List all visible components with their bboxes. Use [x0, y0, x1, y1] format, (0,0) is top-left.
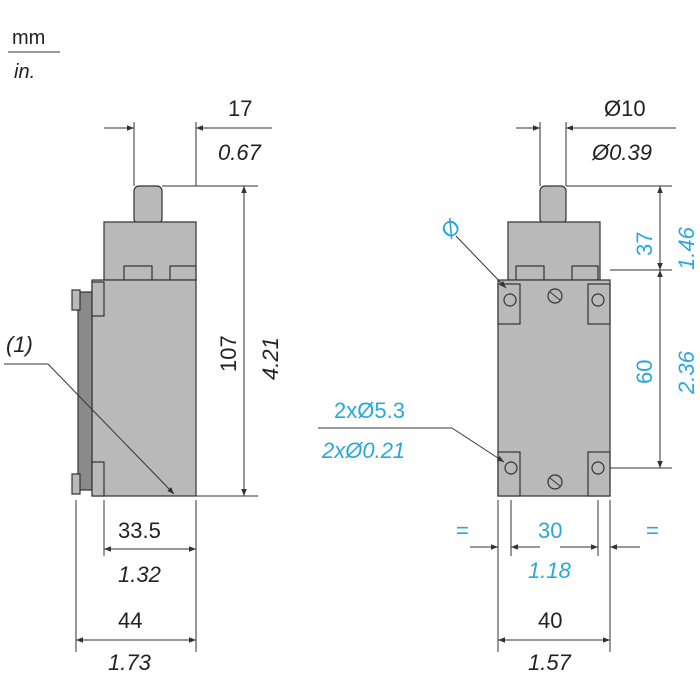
equal-left: =	[456, 518, 469, 543]
hole-icon	[503, 293, 517, 307]
side-clip-bottom	[91, 461, 105, 497]
dim-head-height-mm: 37	[632, 232, 657, 256]
dim-diameter-in: Ø0.39	[591, 140, 652, 165]
dim-height-in: 4.21	[258, 337, 283, 380]
hole-symbol-label: Ø	[436, 214, 466, 244]
equal-right: =	[646, 518, 659, 543]
side-backplate	[77, 291, 93, 491]
dim-hole-spacing-v-mm: 60	[632, 360, 657, 384]
unit-mm: mm	[12, 27, 45, 49]
side-view: 17 0.67 107 4.21 (1) 33.5 1.32 44 1.73	[4, 96, 283, 675]
front-head-notch-right	[571, 265, 599, 281]
dim-diameter-mm: Ø10	[604, 96, 646, 121]
mounting-holes-leader	[451, 427, 505, 463]
dim-hole-spacing-h-mm: 30	[538, 518, 562, 543]
front-plunger	[539, 185, 567, 225]
side-plunger	[133, 185, 163, 225]
dim-depth-mm: 33.5	[118, 518, 161, 543]
screw-slot	[549, 291, 561, 301]
screw-slot	[549, 477, 561, 487]
dim-plunger-mm: 17	[228, 96, 252, 121]
dim-overall-in: 1.73	[108, 650, 152, 675]
side-tab-bottom	[71, 473, 81, 495]
front-head-notch-left	[515, 265, 545, 281]
mounting-holes-mm: 2xØ5.3	[334, 398, 405, 423]
dim-hole-spacing-v-in: 2.36	[674, 350, 699, 395]
mounting-holes-in: 2xØ0.21	[321, 438, 405, 463]
hole-icon	[591, 293, 605, 307]
dim-hole-spacing-h-in: 1.18	[528, 558, 572, 583]
dim-depth-in: 1.32	[118, 562, 161, 587]
side-head-notch-left	[123, 265, 153, 281]
dim-plunger-in: 0.67	[218, 140, 262, 165]
side-clip-top	[91, 281, 105, 317]
callout-label: (1)	[6, 332, 33, 357]
callout-leader	[47, 363, 175, 495]
dim-width-in: 1.57	[528, 650, 572, 675]
units-legend: mm in.	[8, 27, 60, 83]
unit-in: in.	[14, 61, 35, 83]
dim-head-height-in: 1.46	[674, 226, 699, 270]
hole-icon	[504, 461, 518, 475]
side-tab-top	[71, 289, 81, 311]
dim-width-mm: 40	[538, 608, 562, 633]
dim-overall-mm: 44	[118, 608, 142, 633]
dim-height-mm: 107	[216, 335, 241, 372]
side-body	[91, 279, 197, 497]
hole-leader	[455, 235, 507, 289]
front-view: Ø10 Ø0.39 Ø 37 1.46 60 2.36 2xØ5.3 2xØ0.…	[318, 96, 699, 675]
hole-icon	[591, 461, 605, 475]
side-head-notch-right	[169, 265, 197, 281]
